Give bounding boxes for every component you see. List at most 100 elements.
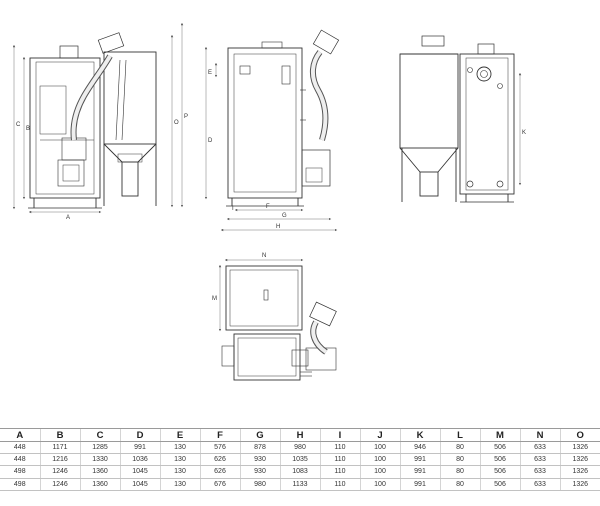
column-header: F [199, 428, 240, 442]
table-cell: 1045 [119, 465, 160, 479]
table-cell: 633 [519, 465, 560, 479]
technical-drawing: A B C O P E D I F G H [12, 22, 526, 381]
table-cell: 1326 [559, 478, 600, 491]
front-view [28, 32, 157, 209]
table-cell: 100 [359, 441, 400, 455]
table-cell: 980 [279, 441, 320, 455]
dim-label-h: H [276, 224, 280, 230]
table-cell: 633 [519, 441, 560, 455]
table-cell: 1330 [79, 453, 120, 467]
table-cell: 80 [439, 453, 480, 467]
column-header: I [319, 428, 360, 442]
table-cell: 130 [159, 441, 200, 455]
table-cell: 633 [519, 478, 560, 491]
dim-label-e: E [208, 70, 212, 76]
table-cell: 100 [359, 465, 400, 479]
table-cell: 1246 [39, 478, 80, 491]
table-cell: 980 [239, 478, 280, 491]
dim-label-o: O [174, 120, 179, 126]
table-cell: 110 [319, 465, 360, 479]
column-header: N [519, 428, 560, 442]
table-cell: 626 [199, 465, 240, 479]
table-header-row: A B C D E F G H I J K L M N O [0, 428, 600, 442]
table-cell: 878 [239, 441, 280, 455]
table-cell: 506 [479, 441, 520, 455]
table-cell: 946 [399, 441, 440, 455]
table-cell: 633 [519, 453, 560, 467]
table-cell: 1246 [39, 465, 80, 479]
table-cell: 448 [0, 453, 40, 467]
dim-label-c: C [16, 122, 21, 128]
table-cell: 498 [0, 478, 40, 491]
table-cell: 1285 [79, 441, 120, 455]
table-cell: 991 [399, 478, 440, 491]
column-header: M [479, 428, 520, 442]
column-header: B [39, 428, 80, 442]
column-header: D [119, 428, 160, 442]
column-header: E [159, 428, 200, 442]
table-cell: 991 [399, 465, 440, 479]
table-cell: 1045 [119, 478, 160, 491]
table-cell: 1360 [79, 478, 120, 491]
rear-view [399, 35, 515, 203]
table-cell: 80 [439, 478, 480, 491]
table-cell: 110 [319, 441, 360, 455]
table-cell: 930 [239, 465, 280, 479]
table-cell: 130 [159, 453, 200, 467]
top-view [221, 265, 337, 381]
dim-label-k: K [522, 130, 526, 136]
column-header: A [0, 428, 40, 442]
table-cell: 626 [199, 453, 240, 467]
dim-label-n: N [262, 253, 266, 259]
table-cell: 506 [479, 465, 520, 479]
table-cell: 991 [119, 441, 160, 455]
dim-label-f: F [266, 204, 270, 210]
table-cell: 498 [0, 465, 40, 479]
table-cell: 506 [479, 478, 520, 491]
dim-label-i: I [232, 206, 234, 212]
table-cell: 1326 [559, 453, 600, 467]
table-cell: 1035 [279, 453, 320, 467]
dim-label-m: M [212, 296, 217, 302]
table-cell: 930 [239, 453, 280, 467]
table-cell: 1036 [119, 453, 160, 467]
dim-label-b: B [26, 126, 30, 132]
table-cell: 1326 [559, 465, 600, 479]
table-cell: 676 [199, 478, 240, 491]
table-cell: 991 [399, 453, 440, 467]
table-cell: 1216 [39, 453, 80, 467]
dim-label-d: D [208, 138, 213, 144]
table-cell: 1083 [279, 465, 320, 479]
side-view [226, 29, 340, 207]
column-header: J [359, 428, 400, 442]
dim-label-p: P [184, 114, 188, 120]
table-cell: 80 [439, 441, 480, 455]
table-cell: 1133 [279, 478, 320, 491]
column-header: G [239, 428, 280, 442]
table-cell: 130 [159, 478, 200, 491]
table-cell: 448 [0, 441, 40, 455]
column-header: L [439, 428, 480, 442]
dim-label-g: G [282, 213, 287, 219]
table-cell: 110 [319, 453, 360, 467]
column-header: C [79, 428, 120, 442]
dim-label-a: A [66, 215, 70, 221]
table-cell: 576 [199, 441, 240, 455]
table-cell: 80 [439, 465, 480, 479]
table-cell: 100 [359, 478, 400, 491]
table-cell: 1360 [79, 465, 120, 479]
table-cell: 1171 [39, 441, 80, 455]
table-cell: 100 [359, 453, 400, 467]
table-cell: 110 [319, 478, 360, 491]
column-header: O [559, 428, 600, 442]
table-cell: 506 [479, 453, 520, 467]
column-header: K [399, 428, 440, 442]
table-cell: 130 [159, 465, 200, 479]
column-header: H [279, 428, 320, 442]
table-cell: 1326 [559, 441, 600, 455]
